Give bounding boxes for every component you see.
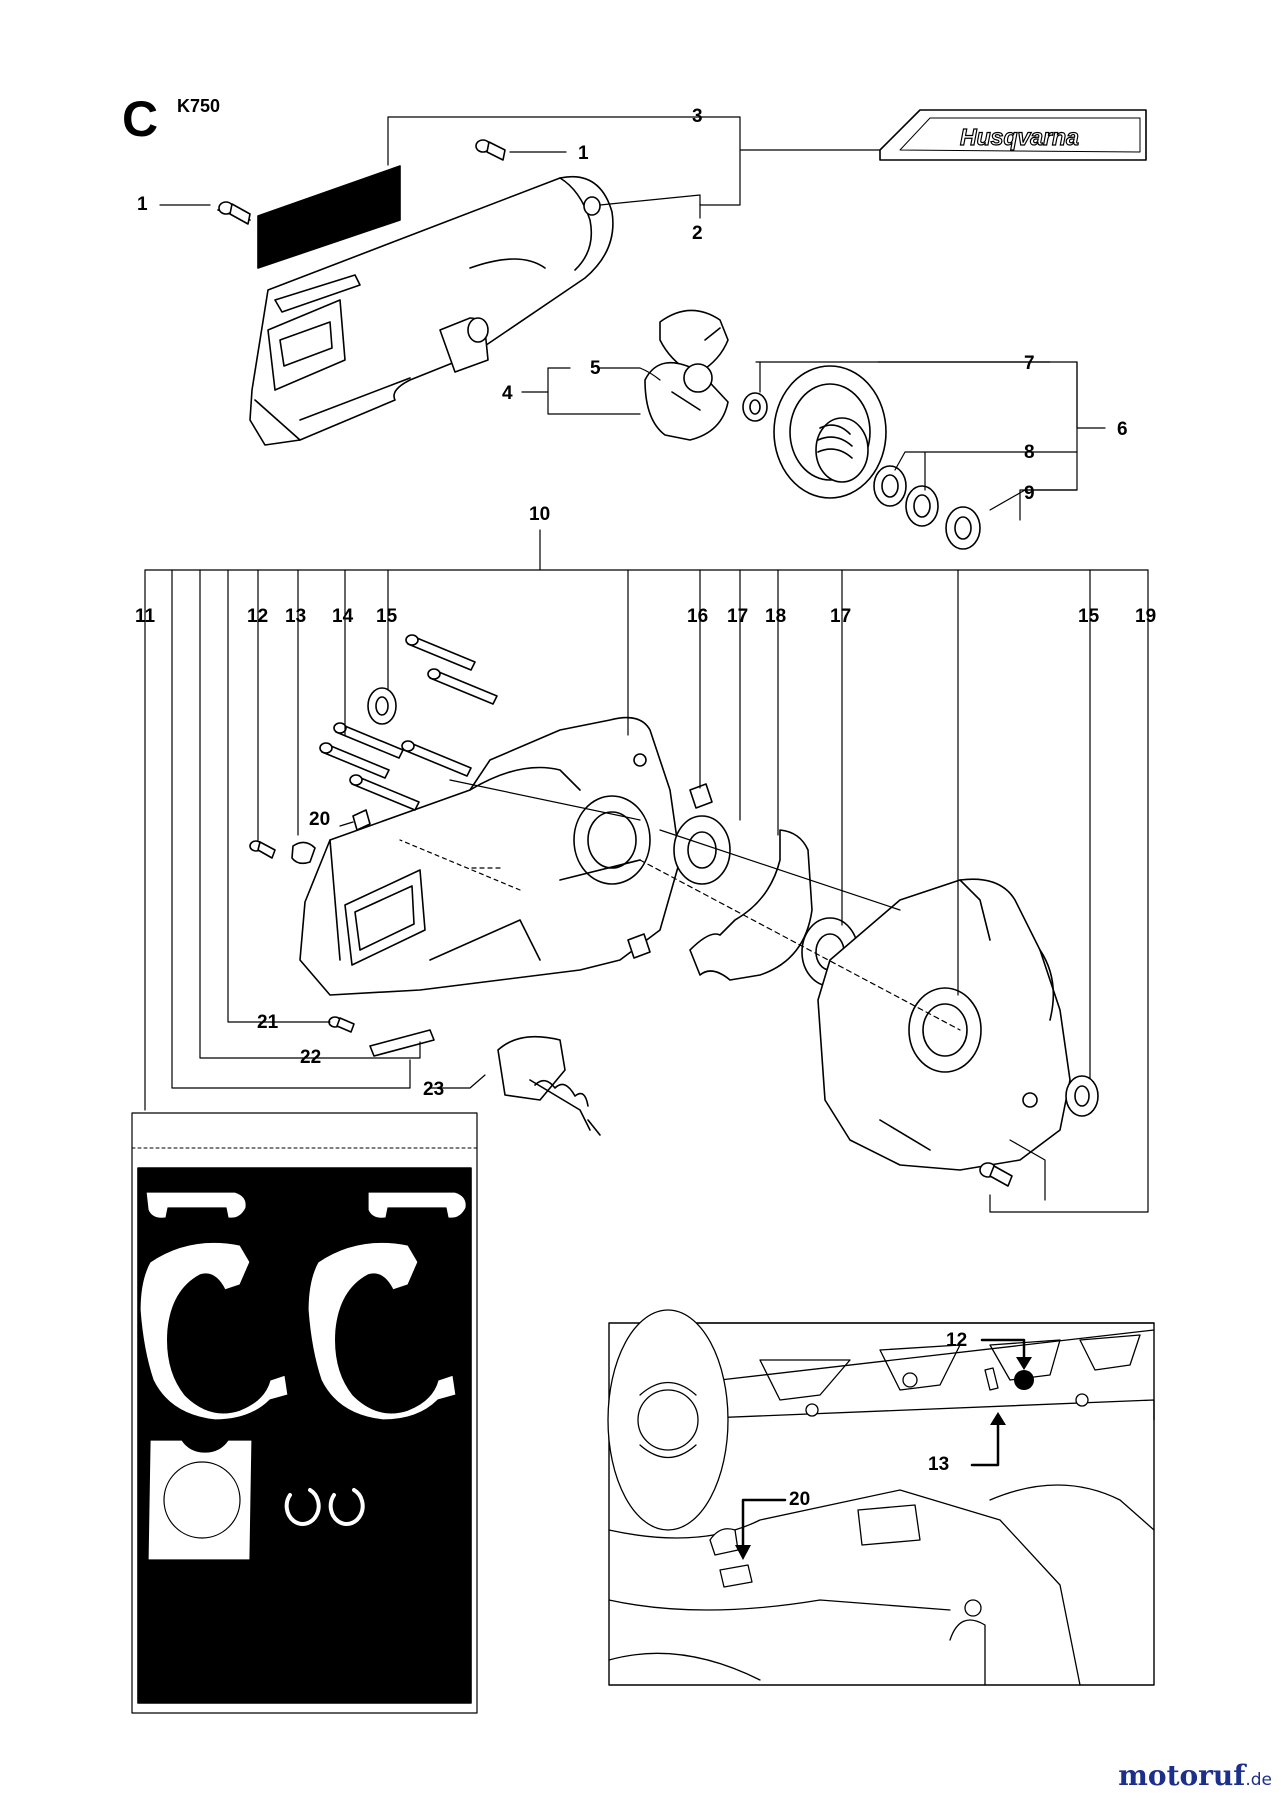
callout-16[interactable]: 16 (687, 606, 709, 627)
seal-15-left (367, 687, 397, 725)
screw-1-left (217, 201, 251, 225)
watermark: motoruf.de (1118, 1759, 1272, 1792)
callout-10[interactable]: 10 (529, 504, 551, 525)
callout-13[interactable]: 13 (285, 606, 307, 627)
clutch-drum (773, 365, 887, 499)
callout-21[interactable]: 21 (257, 1012, 279, 1033)
callout-17-left[interactable]: 17 (727, 606, 749, 627)
callout-1-left[interactable]: 1 (137, 194, 148, 215)
plate-22 (369, 1029, 435, 1057)
leader-lines (144, 116, 1149, 1213)
callout-1-top[interactable]: 1 (578, 143, 589, 164)
needle-bearing-8b (905, 485, 939, 527)
callout-15-left[interactable]: 15 (376, 606, 398, 627)
decompression-valve-23 (497, 1035, 601, 1136)
washer-9 (945, 506, 981, 550)
bracket-13 (291, 841, 316, 865)
guide-pin-16a (689, 783, 713, 809)
seal-15-right (1065, 1075, 1099, 1117)
brand-logo: Husqvarna (959, 123, 1079, 150)
belt-guard-cover (249, 165, 614, 446)
brand-decal (879, 109, 1147, 161)
crankcase-left-half (299, 716, 681, 996)
section-letter: C (122, 91, 159, 147)
callout-18[interactable]: 18 (765, 606, 787, 627)
inset-callout-12[interactable]: 12 (946, 1330, 968, 1351)
plug-screw (979, 1162, 1013, 1187)
callout-4[interactable]: 4 (502, 383, 513, 404)
inset-callout-20[interactable]: 20 (789, 1489, 811, 1510)
callout-6[interactable]: 6 (1117, 419, 1128, 440)
inset-callout-13[interactable]: 13 (928, 1454, 950, 1475)
callout-15-right[interactable]: 15 (1078, 606, 1100, 627)
callout-11[interactable]: 11 (135, 606, 156, 627)
callout-5[interactable]: 5 (590, 358, 601, 379)
callout-20[interactable]: 20 (309, 809, 331, 830)
watermark-text: motoruf (1118, 1759, 1246, 1792)
watermark-suffix: .de (1245, 1770, 1272, 1790)
callout-12[interactable]: 12 (247, 606, 269, 627)
crankcase-bolts (319, 634, 498, 811)
model-name: K750 (177, 96, 221, 116)
callout-19[interactable]: 19 (1135, 606, 1157, 627)
gasket-18 (689, 829, 813, 981)
inset-detail-box (607, 1309, 1155, 1686)
callout-2[interactable]: 2 (692, 223, 703, 244)
screw-1-top (475, 139, 506, 161)
callout-22[interactable]: 22 (300, 1047, 322, 1068)
callout-7[interactable]: 7 (1024, 353, 1035, 374)
callout-17-right[interactable]: 17 (830, 606, 852, 627)
guide-pin-16b (627, 933, 651, 959)
nut-20 (352, 809, 371, 831)
callout-23[interactable]: 23 (423, 1079, 445, 1100)
clutch-assembly (644, 309, 729, 441)
gasket-kit-box (131, 1112, 478, 1714)
needle-bearing-8a (873, 465, 907, 507)
main-bearing-17a (673, 815, 731, 885)
callout-3[interactable]: 3 (692, 106, 703, 127)
callout-14[interactable]: 14 (332, 606, 354, 627)
crankcase-right-half (817, 878, 1071, 1171)
callout-9[interactable]: 9 (1024, 483, 1035, 504)
callout-8[interactable]: 8 (1024, 442, 1035, 463)
